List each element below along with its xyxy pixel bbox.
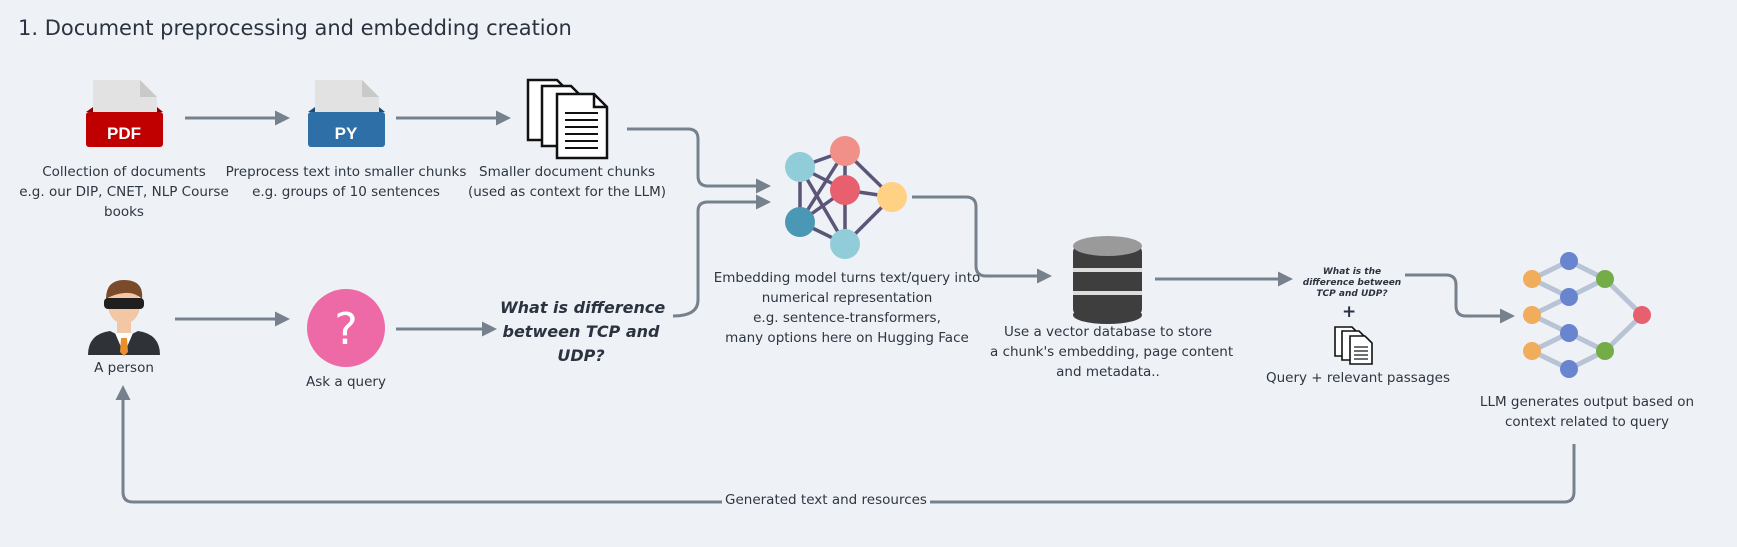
ask-query-label: Ask a query [306,374,386,390]
feedback-label: Generated text and resources [722,492,930,508]
py-icon-text: PY [335,124,358,143]
embedding-label-line-4: many options here on Hugging Face [725,330,969,346]
preprocess-label-line-2: e.g. groups of 10 sentences [252,184,440,200]
embedding-label-line-2: numerical representation [761,290,933,306]
plus-sign: + [1342,302,1357,322]
question-icon: ? [307,289,385,367]
page-title: 1. Document preprocessing and embedding … [18,16,572,40]
passages-document-icon [1334,326,1373,365]
question-icon-mark: ? [334,304,357,355]
pdf-icon-text: PDF [107,124,141,143]
collection-label: Collection of documents e.g. our DIP, CN… [17,162,231,222]
py-icon: PY [308,80,385,147]
mini-query-text: What is the difference between TCP and U… [1300,267,1404,300]
vectordb-label-line-3: and metadata.. [1056,364,1160,380]
llm-label-line-2: context related to query [1504,414,1670,430]
preprocess-label-line-1: Preprocess text into smaller chunks [225,164,467,180]
arrow-query-to-model [672,194,771,318]
arrow-passages-to-llm [1405,273,1515,324]
vectordb-label-line-1: Use a vector database to store [1003,324,1213,340]
vectordb-label-line-2: a chunk's embedding, page content [990,344,1234,360]
chunks-label-line-1: Smaller document chunks [479,164,655,180]
arrow-chunks-to-model [627,127,771,194]
mini-query-line-2: difference between [1302,278,1402,288]
passages-label: Query + relevant passages [1265,370,1451,386]
llm-network-icon [1523,252,1651,378]
feedback-loop [115,385,1576,504]
embedding-model-icon [785,136,907,259]
arrow-model-to-db [912,195,1052,284]
embedding-label-line-3: e.g. sentence-transformers, [753,310,941,326]
vectordb-label: Use a vector database to store a chunk's… [990,322,1234,382]
example-query-text: What is difference between TCP and UDP? [500,296,666,368]
embedding-label-line-1: Embedding model turns text/query into [713,270,981,286]
collection-label-line-2: e.g. our DIP, CNET, NLP Course [19,184,229,200]
example-query-line-1: What is difference [500,298,666,317]
chunks-label: Smaller document chunks (used as context… [464,162,670,202]
person-label: A person [94,360,154,376]
collection-label-line-1: Collection of documents [42,164,206,180]
mini-query-line-1: What is the [1322,267,1382,277]
llm-label-line-1: LLM generates output based on [1479,394,1695,410]
chunks-label-line-2: (used as context for the LLM) [467,184,667,200]
preprocess-label: Preprocess text into smaller chunks e.g.… [223,162,469,202]
example-query-line-2: between TCP and [502,322,660,341]
pdf-icon: PDF [86,80,163,147]
example-query-line-3: UDP? [557,346,605,365]
document-chunks-icon [526,78,609,160]
embedding-label: Embedding model turns text/query into nu… [712,268,982,348]
person-icon [88,280,160,356]
collection-label-line-3: books [104,204,144,220]
database-icon [1073,236,1142,324]
llm-label: LLM generates output based on context re… [1470,392,1704,432]
mini-query-line-3: TCP and UDP? [1316,289,1388,299]
